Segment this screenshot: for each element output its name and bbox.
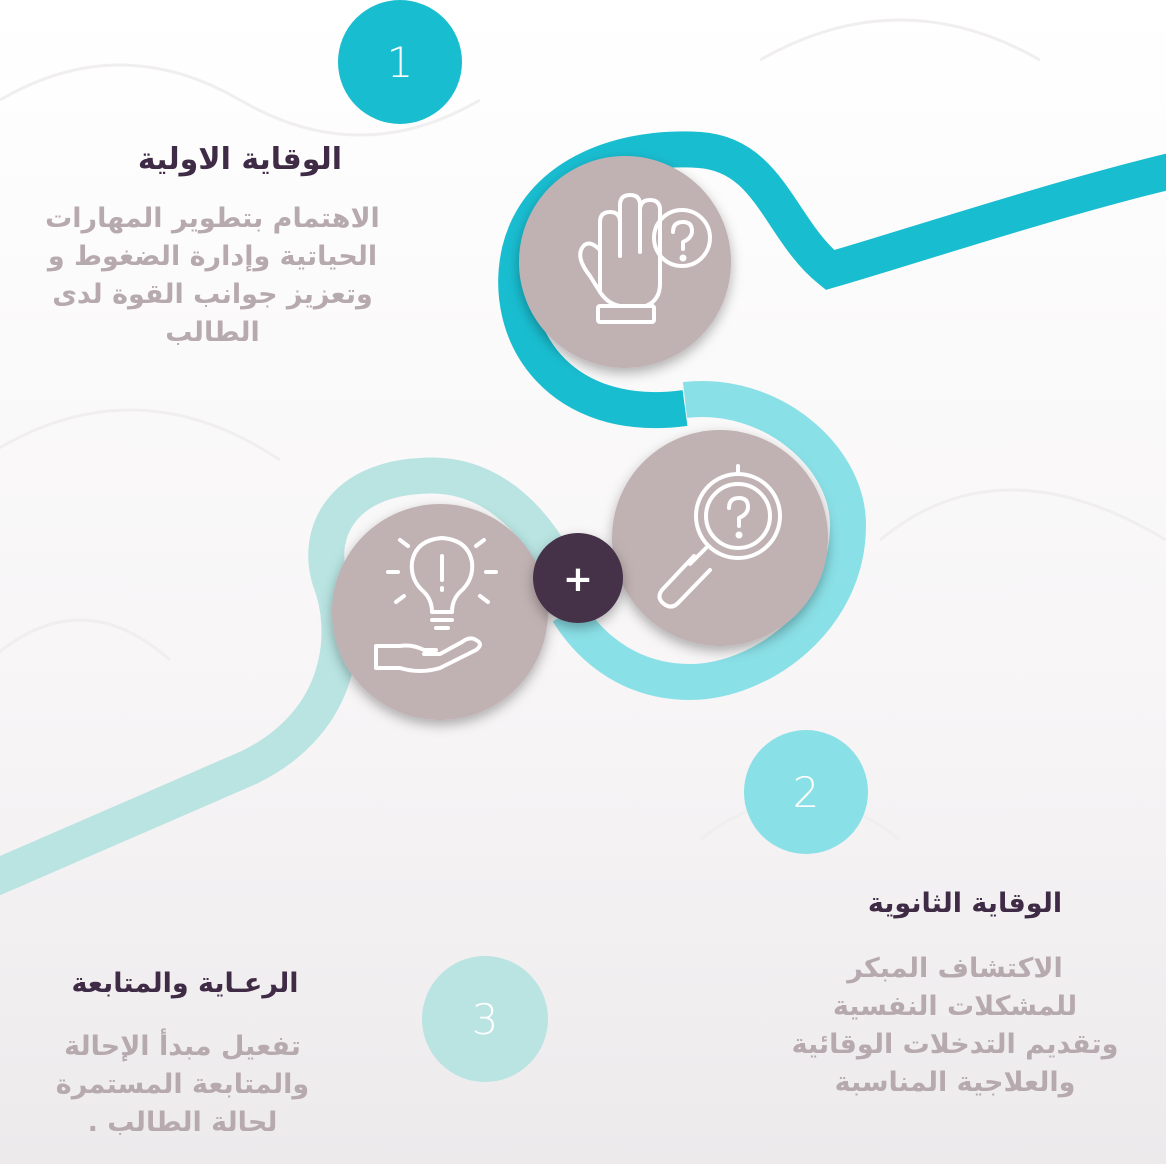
step3-number: 3 [471,994,499,1044]
step3-number-badge: 3 [422,956,548,1082]
step2-number-badge: 2 [744,730,868,854]
center-plus-symbol: + [563,559,593,600]
step1-description: الاهتمام بتطوير المهارات الحياتية وإدارة… [45,203,380,348]
step1-number: 1 [386,37,414,87]
icon-circle-step2 [612,430,828,646]
step2-title: الوقاية الثانوية [867,888,1063,919]
step1-title: الوقاية الاولية [137,142,343,177]
magnifier-question-icon [657,464,782,609]
step3-description: تفعيل مبدأ الإحالة والمتابعة المستمرة لح… [55,1031,310,1138]
raised-hand-question-icon [578,193,712,324]
step3-title: الرعـاية والمتابعة [71,968,299,999]
center-dot [533,533,623,623]
path-band-dark [498,131,1166,428]
step2-description: الاكتشاف المبكر للمشكلات النفسية وتقديم … [791,953,1119,1098]
step1-number-badge: 1 [338,0,462,124]
step2-number: 2 [792,767,820,817]
path-band-light [552,381,867,701]
path-band-pale [0,457,571,896]
lightbulb-hand-icon [374,536,498,673]
